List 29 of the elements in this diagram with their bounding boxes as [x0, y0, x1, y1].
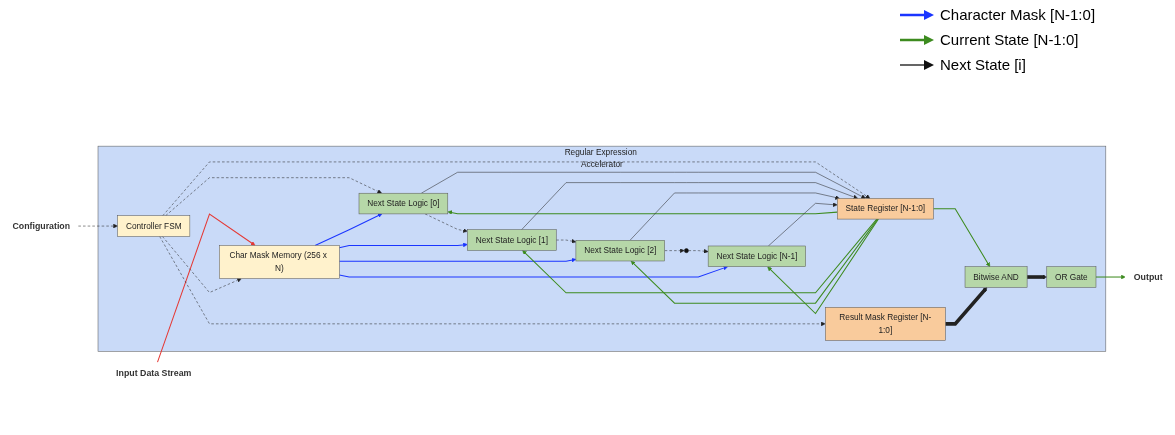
node-text: Output: [1133, 272, 1163, 282]
node-text: Input Data Stream: [116, 367, 192, 378]
node-box: Next State Logic [1]: [467, 229, 557, 251]
node-box: Char Mask Memory (256 x N): [219, 245, 340, 279]
arrow: [1027, 274, 1047, 280]
node-text: Configuration: [12, 221, 71, 231]
legend-text: Character Mask [N-1:0]: [940, 6, 1096, 23]
legend-text: Current State [N-1:0]: [940, 31, 1079, 48]
node-box: Next State Logic [N-1]: [707, 245, 806, 268]
arrow: [314, 213, 383, 247]
legend-text: Next State [i]: [940, 56, 1026, 73]
arrow: [447, 210, 838, 215]
node-box: OR Gate: [1046, 266, 1097, 288]
node-box: Result Mask Register [N-1:0]: [825, 307, 946, 341]
arrow: [338, 242, 468, 249]
arrow: [932, 208, 991, 267]
node-box: Next State Logic [0]: [358, 193, 449, 215]
node-box: Next State Logic [2]: [575, 240, 665, 262]
node-box: Bitwise AND: [964, 266, 1028, 288]
node-box: Controller FSM: [117, 215, 191, 237]
arrow: [630, 218, 879, 304]
arrow: [338, 266, 728, 278]
arrow: [522, 218, 878, 294]
arrow: [767, 218, 879, 315]
node-box: State Register [N-1:0]: [837, 198, 934, 220]
arrow: [338, 258, 577, 263]
node-circle: [684, 248, 689, 254]
arrow: [945, 287, 988, 326]
arrow: [1095, 274, 1126, 280]
